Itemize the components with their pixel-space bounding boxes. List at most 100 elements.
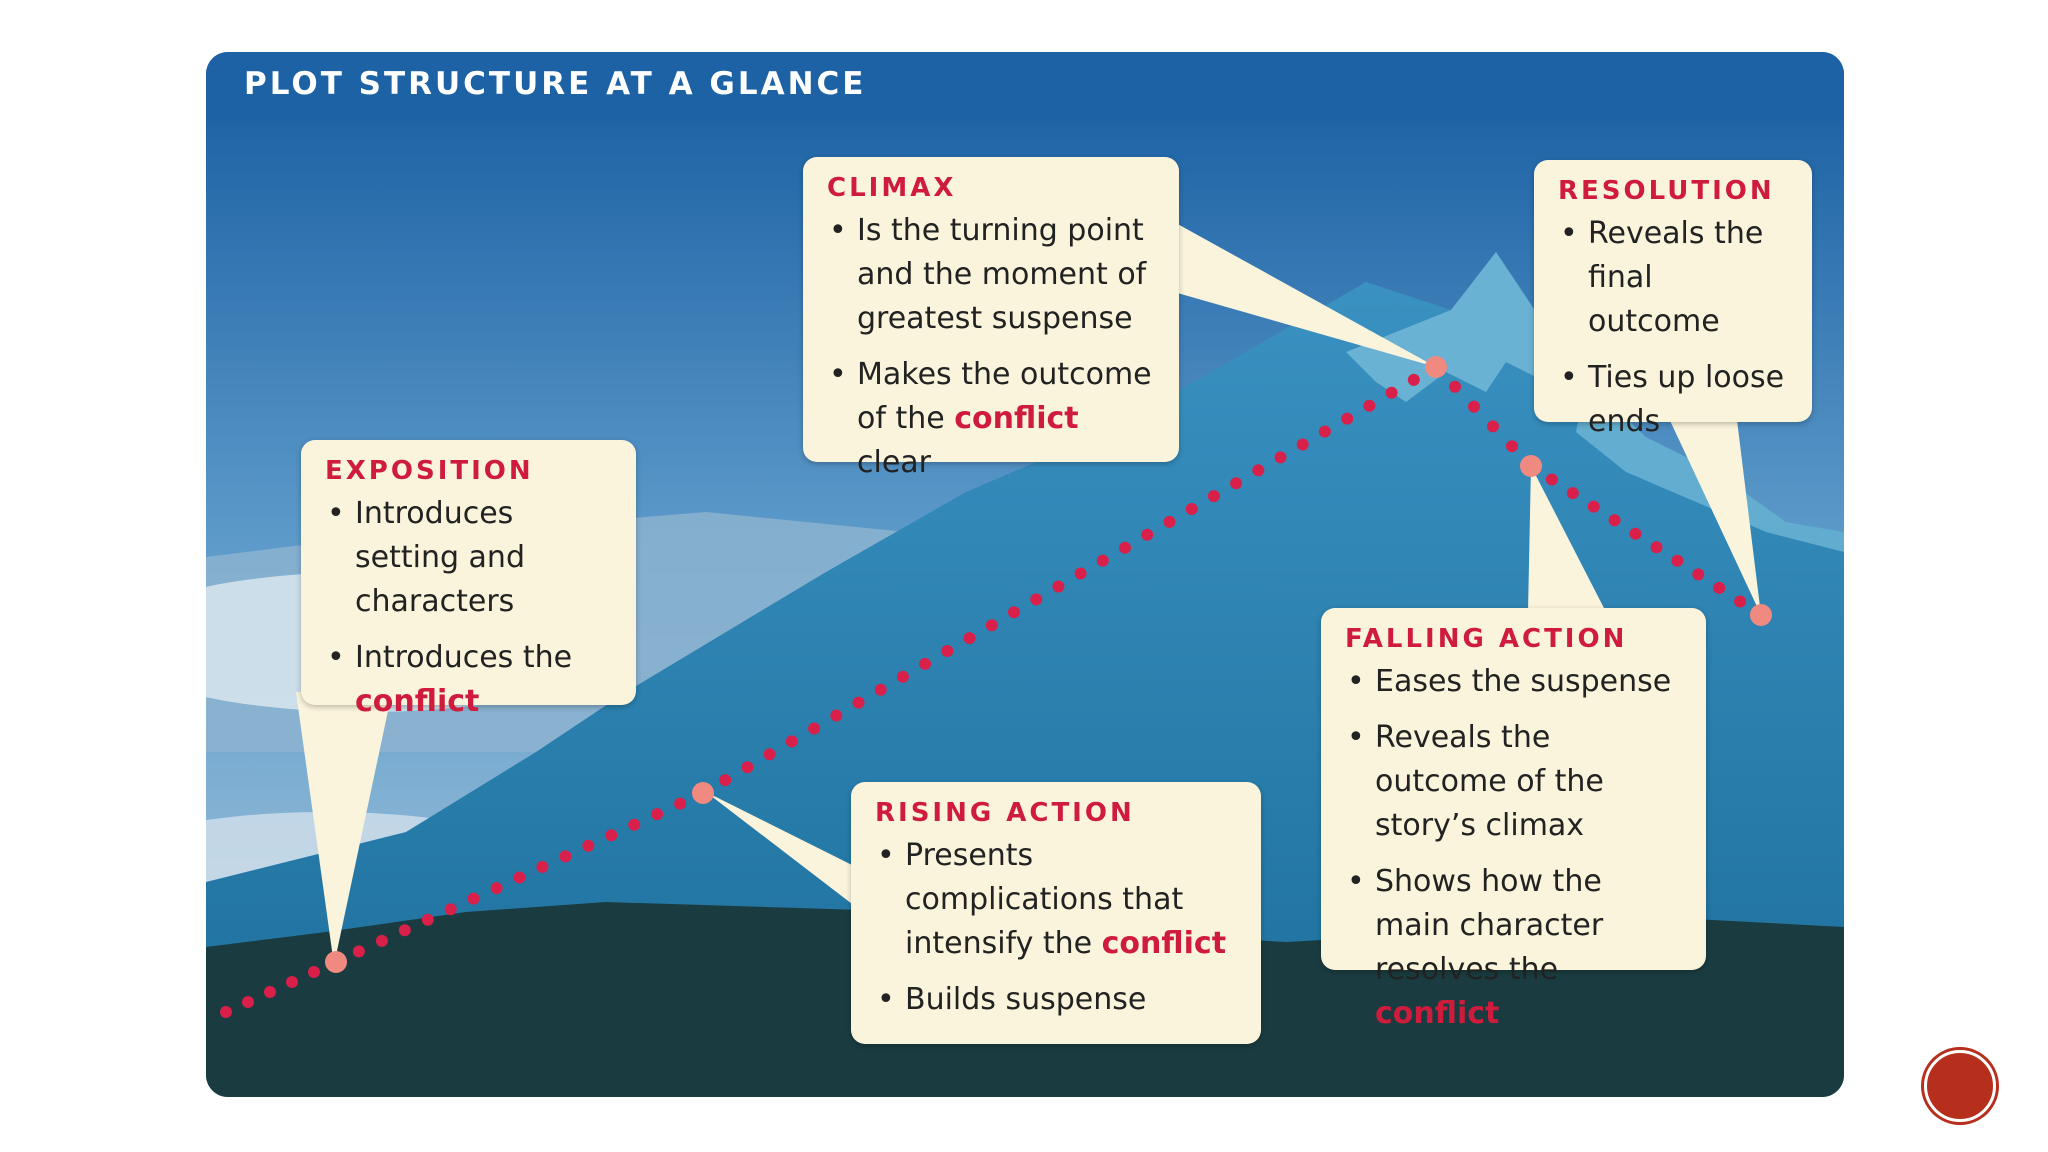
resolution-marker — [1750, 604, 1772, 626]
climax-marker — [1425, 356, 1447, 378]
header-bar: PLOT STRUCTURE AT A GLANCE — [206, 52, 1844, 120]
plot-dot — [1713, 581, 1726, 594]
plot-dot — [1545, 473, 1558, 486]
plot-dot — [1734, 595, 1747, 608]
plot-dot — [1141, 528, 1154, 541]
bullet-item: •Is the turning point and the moment of … — [829, 213, 1147, 336]
plot-dot — [308, 966, 320, 978]
conflict-highlight: conflict — [954, 401, 1079, 436]
plot-dot — [421, 913, 434, 926]
bullet-item: •Eases the suspense — [1347, 664, 1672, 699]
bullet-item: •Reveals the final outcome — [1560, 216, 1764, 339]
conflict-highlight: conflict — [355, 684, 480, 719]
plot-dot — [1671, 554, 1684, 567]
plot-dot — [1407, 373, 1420, 386]
plot-dot — [1030, 593, 1043, 606]
falling-action-callout: FALLING ACTION •Eases the suspense •Reve… — [1321, 608, 1706, 1031]
plot-dot — [1207, 490, 1220, 503]
plot-dot — [1385, 386, 1398, 399]
plot-dot — [1185, 503, 1198, 515]
plot-dot — [1119, 541, 1131, 554]
plot-dot — [444, 903, 457, 916]
plot-dot — [1163, 515, 1176, 528]
plot-dot — [286, 976, 298, 988]
climax-callout: CLIMAX •Is the turning point and the mom… — [803, 157, 1179, 480]
plot-dot — [1274, 451, 1287, 464]
plot-dot — [264, 986, 276, 998]
plot-dot — [1296, 438, 1309, 451]
resolution-pointer — [1666, 412, 1761, 615]
falling-pointer — [1528, 466, 1606, 612]
plot-dot — [896, 670, 909, 683]
bullet-item: •Presents complications that intensify t… — [877, 838, 1227, 961]
plot-dot — [808, 722, 821, 735]
climax-pointer — [1174, 222, 1436, 367]
plot-dot — [559, 850, 572, 863]
circle-button-icon[interactable] — [1924, 1050, 1996, 1122]
plot-dot — [1096, 554, 1109, 567]
plot-dot — [1506, 440, 1518, 453]
rising-action-callout: RISING ACTION •Presents complications th… — [851, 782, 1261, 1044]
resolution-title: RESOLUTION — [1558, 176, 1775, 206]
rising-action-marker — [692, 782, 714, 804]
plot-dot — [1230, 477, 1243, 490]
plot-dot — [852, 696, 865, 709]
plot-dot — [628, 818, 641, 831]
plot-dot — [941, 645, 954, 657]
plot-dot — [513, 871, 526, 884]
falling-action-title: FALLING ACTION — [1345, 624, 1628, 654]
bullet-item: •Introduces setting and characters — [327, 496, 525, 619]
plot-dot — [1692, 568, 1705, 581]
plot-dot — [1449, 380, 1461, 393]
plot-dot — [375, 934, 388, 947]
bullet-item: •Makes the outcome of the conflict clear — [829, 357, 1152, 480]
conflict-highlight: conflict — [1101, 926, 1227, 961]
plot-dot — [1008, 606, 1020, 619]
exposition-marker — [325, 951, 347, 973]
plot-dot — [467, 892, 480, 905]
bullet-item: •Shows how the main character resolves t… — [1347, 864, 1604, 1031]
plot-dot — [1468, 400, 1480, 413]
bullet-item: •Reveals the outcome of the story’s clim… — [1347, 720, 1604, 843]
plot-dot — [651, 808, 664, 821]
plot-dot — [398, 924, 411, 937]
figure-title: PLOT STRUCTURE AT A GLANCE — [244, 66, 867, 102]
plot-dot — [1052, 580, 1065, 593]
exposition-callout: EXPOSITION •Introduces setting and chara… — [301, 440, 636, 719]
bullet-item: •Builds suspense — [877, 982, 1147, 1017]
exposition-title: EXPOSITION — [325, 456, 534, 486]
rising-action-title: RISING ACTION — [875, 798, 1135, 828]
plot-dot — [242, 996, 254, 1008]
plot-dot — [719, 774, 732, 787]
plot-dot — [582, 839, 595, 852]
bullet-item: •Introduces the conflict — [327, 640, 573, 719]
plot-dot — [352, 945, 365, 958]
plot-dot — [1252, 464, 1265, 477]
plot-dot — [763, 748, 776, 761]
snow-cap — [1346, 252, 1566, 402]
plot-dot — [830, 709, 843, 722]
plot-dot — [785, 735, 798, 748]
plot-dot — [1629, 527, 1642, 540]
plot-dot — [741, 761, 754, 774]
conflict-highlight: conflict — [1375, 996, 1500, 1031]
plot-dot — [1487, 420, 1499, 433]
falling-action-marker — [1520, 455, 1542, 477]
plot-dot — [490, 882, 503, 895]
plot-dot — [605, 829, 618, 842]
plot-dot — [1318, 425, 1331, 438]
plot-dot — [1650, 541, 1663, 554]
plot-dot — [1566, 487, 1579, 500]
plot-dot — [874, 683, 887, 696]
plot-dot — [919, 657, 932, 670]
plot-dot — [1074, 567, 1087, 580]
plot-dot — [220, 1006, 232, 1018]
climax-title: CLIMAX — [827, 173, 957, 203]
plot-dot — [536, 860, 549, 873]
bullet-item: •Ties up loose ends — [1560, 360, 1785, 439]
plot-dot — [674, 797, 687, 810]
resolution-callout: RESOLUTION •Reveals the final outcome •T… — [1534, 160, 1812, 439]
plot-dot — [1341, 412, 1354, 425]
exposition-pointer — [296, 692, 392, 965]
plot-dot — [1587, 500, 1600, 513]
